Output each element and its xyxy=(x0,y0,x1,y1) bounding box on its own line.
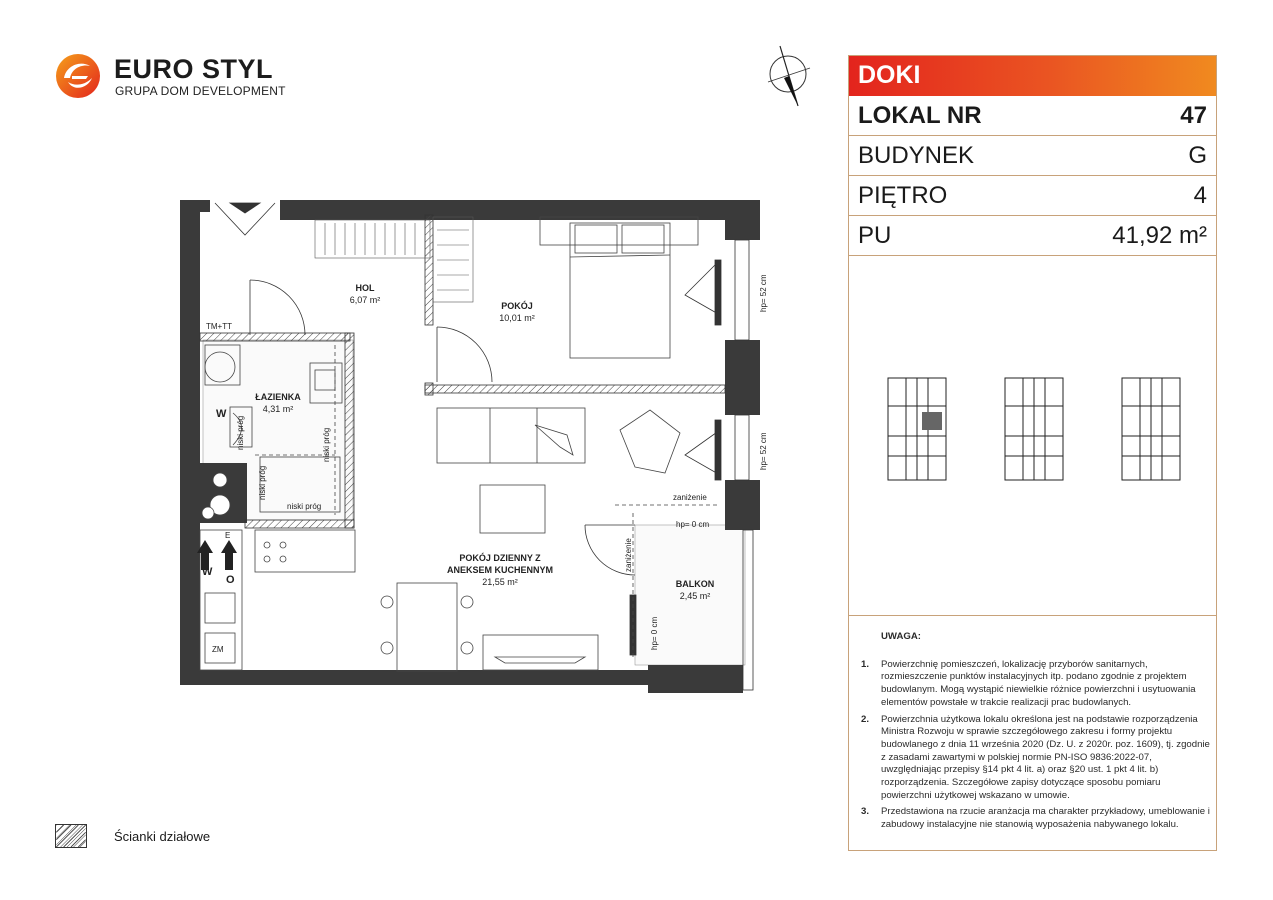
niski-prog-vertical-1: niski próg xyxy=(322,427,331,462)
notes: UWAGA: 1. Powierzchnię pomieszczeń, loka… xyxy=(861,631,1211,836)
niski-prog-vertical-3: niski próg xyxy=(236,415,245,450)
tm-tt-label: TM+TT xyxy=(206,322,232,331)
row-pietro: PIĘTRO 4 xyxy=(849,176,1216,216)
north-arrow-icon xyxy=(767,45,811,107)
hp-0-label: hp= 0 cm xyxy=(676,520,710,529)
shaft-w-label-2: W xyxy=(202,566,213,578)
note-item: 1. Powierzchnię pomieszczeń, lokalizację… xyxy=(861,658,1196,708)
brand-logo: EURO STYL GRUPA DOM DEVELOPMENT xyxy=(54,52,294,102)
room-lazienka: ŁAZIENKA 4,31 m² xyxy=(255,392,301,414)
key-plan-floor-1 xyxy=(887,377,947,481)
room-hol: HOL 6,07 m² xyxy=(349,283,381,305)
room-living: POKÓJ DZIENNY Z ANEKSEM KUCHENNYM 21,55 … xyxy=(446,553,553,587)
investment-name: DOKI xyxy=(858,61,921,89)
hp-52-vertical-2: hp= 52 cm xyxy=(759,432,768,470)
niski-prog-label: niski próg xyxy=(287,502,322,511)
shaft-w-label-1: W xyxy=(216,408,227,420)
brand-subtitle: GRUPA DOM DEVELOPMENT xyxy=(115,84,286,98)
floor-plan xyxy=(180,200,760,693)
room-pokoj: POKÓJ 10,01 m² xyxy=(499,301,535,323)
investment-header: DOKI xyxy=(849,56,1216,96)
brand-name: EURO STYL xyxy=(114,54,274,84)
legend-label: Ścianki działowe xyxy=(114,829,211,844)
hp-52-vertical-1: hp= 52 cm xyxy=(759,274,768,312)
e-label: E xyxy=(225,531,231,540)
note-item: 3. Przedstawiona na rzucie aranżacja ma … xyxy=(861,806,1210,831)
zanizenie-vertical: zaniżenie xyxy=(624,538,633,572)
notes-title: UWAGA: xyxy=(881,631,921,642)
info-panel: DOKI LOKAL NR 47 BUDYNEK G PIĘTRO 4 PU 4… xyxy=(848,55,1217,851)
key-plan-floor-2 xyxy=(1004,377,1064,481)
shaft-o-label: O xyxy=(226,574,235,586)
niski-prog-vertical-2: niski próg xyxy=(258,465,267,500)
key-plan-floor-3 xyxy=(1121,377,1181,481)
zm-label: ZM xyxy=(212,645,224,654)
room-balkon: BALKON 2,45 m² xyxy=(675,579,715,601)
row-lokal-nr: LOKAL NR 47 xyxy=(849,96,1216,136)
notes-divider xyxy=(849,615,1216,616)
euro-styl-logo-icon xyxy=(56,54,100,98)
partition-hatch-icon xyxy=(55,824,87,848)
zanizenie-label: zaniżenie xyxy=(673,493,707,502)
hp-0-vertical: hp= 0 cm xyxy=(650,616,659,650)
row-pu: PU 41,92 m² xyxy=(849,216,1216,256)
row-budynek: BUDYNEK G xyxy=(849,136,1216,176)
note-item: 2. Powierzchnia użytkowa lokalu określon… xyxy=(861,713,1210,801)
